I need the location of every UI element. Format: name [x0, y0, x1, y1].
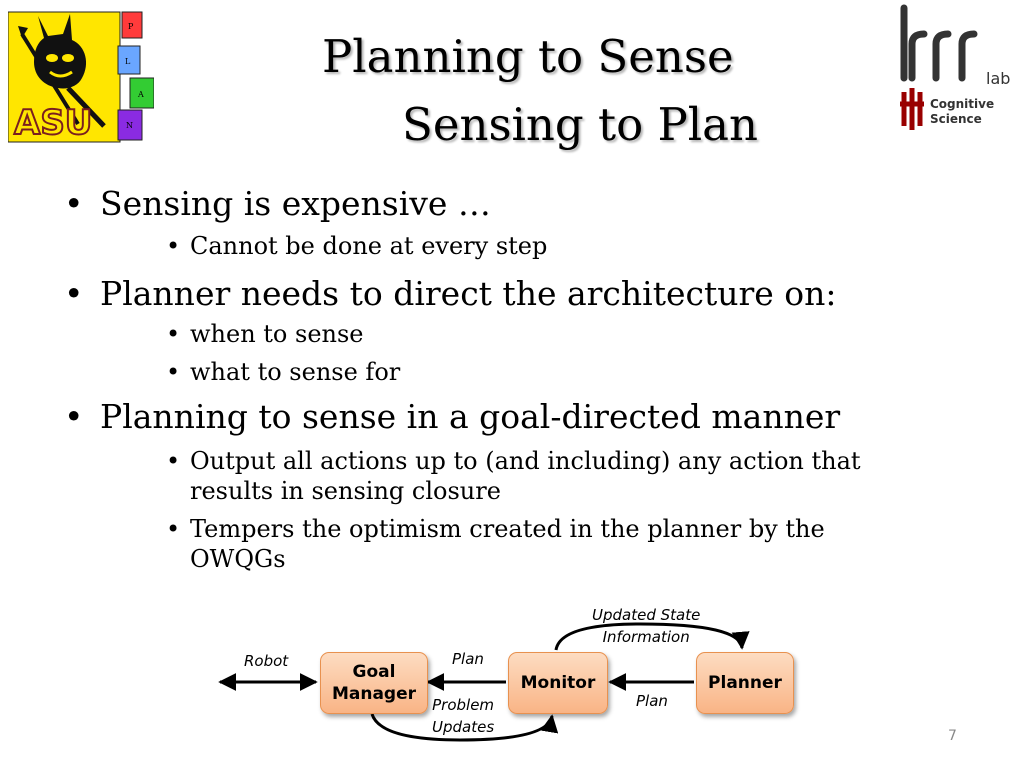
robot-label: Robot	[244, 652, 289, 670]
planner-node: Planner	[696, 652, 794, 714]
architecture-diagram: Goal Manager Monitor Planner Robot Plan …	[0, 590, 1024, 760]
title-line-2: Sensing to Plan	[402, 98, 758, 151]
svg-text:A: A	[137, 90, 144, 99]
bullet-dot-icon: •	[166, 358, 181, 386]
bullet-dot-icon: •	[166, 447, 181, 475]
sub-bullet-item: • when to sense	[166, 320, 364, 348]
sub-bullet-item: • what to sense for	[166, 358, 401, 386]
updated-state-label: Updated State Information	[592, 606, 701, 646]
bullet-dot-icon: •	[166, 320, 181, 348]
bullet-dot-icon: •	[64, 184, 84, 223]
goal-manager-node: Goal Manager	[320, 652, 428, 714]
svg-text:N: N	[126, 121, 133, 130]
svg-text:Science: Science	[930, 112, 982, 126]
bullet-dot-icon: •	[64, 397, 84, 436]
page-number: 7	[948, 728, 957, 744]
sub-bullet-item: • Cannot be done at every step	[166, 232, 548, 260]
bullet-dot-icon: •	[64, 274, 84, 313]
sub-bullet-item: • Tempers the optimism created in the pl…	[166, 515, 825, 573]
asu-logo-text: ASU	[14, 103, 92, 143]
updated-state-arrow	[554, 622, 750, 651]
problem-updates-label: Problem Updates	[432, 696, 495, 736]
problem-updates-arrow	[370, 713, 559, 742]
bullet-dot-icon: •	[166, 515, 181, 543]
title-line-1: Planning to Sense	[322, 30, 734, 83]
diagram-arrows	[218, 622, 750, 742]
svg-text:L: L	[125, 57, 131, 66]
sub-bullet-item: • Output all actions up to (and includin…	[166, 447, 861, 505]
plan-label-bottom: Plan	[636, 692, 668, 710]
svg-text:Cognitive: Cognitive	[930, 97, 994, 111]
svg-text:P: P	[128, 22, 134, 31]
plan-label-top: Plan	[452, 650, 484, 668]
asu-planning-logo: ASU P L A N	[8, 11, 154, 144]
svg-text:lab: lab	[986, 69, 1010, 88]
monitor-node: Monitor	[508, 652, 608, 714]
bullet-dot-icon: •	[166, 232, 181, 260]
rrr-lab-logo: lab Cognitive Science	[900, 4, 1010, 130]
